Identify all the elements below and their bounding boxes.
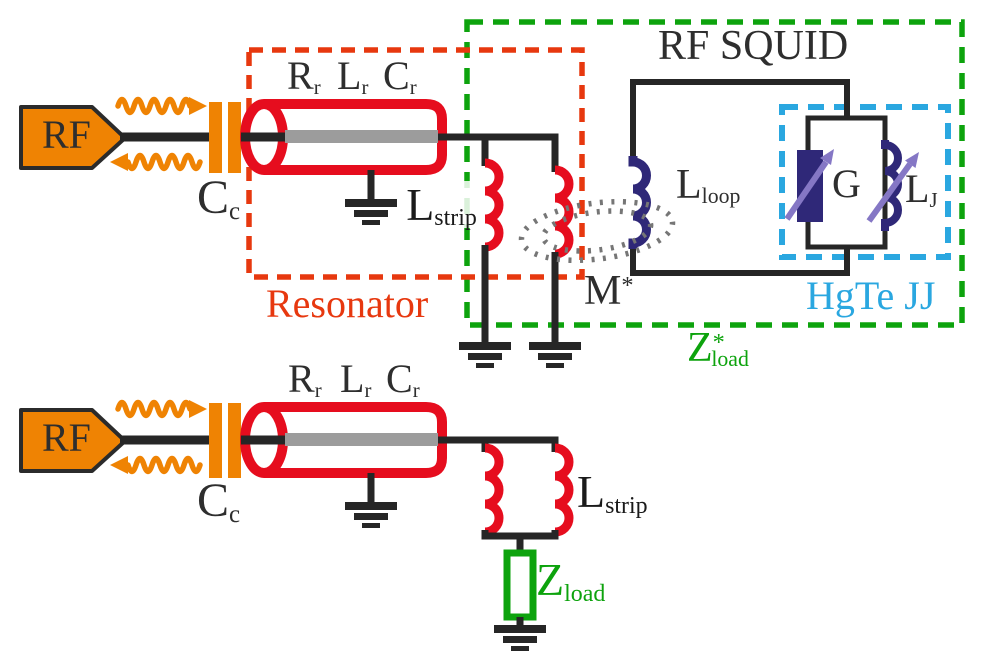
rf-arrow-shape bbox=[19, 105, 127, 170]
label-lr-bottom: Lr bbox=[340, 356, 372, 402]
label-rr-bottom: Rr bbox=[288, 356, 322, 402]
label-hgte-jj: HgTe JJ bbox=[806, 273, 936, 318]
label-lr-top: Lr bbox=[337, 53, 369, 99]
variable-arrow-lj bbox=[866, 162, 913, 223]
zload-element bbox=[503, 549, 537, 621]
inductor-lstrip1-bottom bbox=[484, 443, 504, 537]
label-conductance-g: G bbox=[832, 161, 861, 206]
ground-icon-strip1 bbox=[459, 342, 511, 368]
coupling-cap-plate2-bottom bbox=[228, 403, 241, 478]
coupling-cap-plate2-top bbox=[228, 102, 241, 173]
coupling-cap-plate1-bottom bbox=[209, 403, 222, 478]
label-zload-bottom: Zload bbox=[536, 554, 606, 607]
ground-icon-coax-top bbox=[345, 170, 397, 225]
zload-star-region-box bbox=[464, 19, 965, 328]
variable-arrowhead-g-icon bbox=[820, 149, 834, 165]
wave-arrowhead-left-icon bbox=[110, 153, 128, 171]
label-lj: LJ bbox=[905, 166, 938, 212]
coax-resonator-bottom bbox=[240, 402, 447, 478]
label-lstrip-top-box: Lstrip bbox=[406, 178, 477, 232]
inductor-lstrip1-top bbox=[484, 158, 504, 252]
wave-arrowhead-right-icon bbox=[189, 97, 207, 115]
label-rf-bottom: RF bbox=[42, 415, 91, 460]
hgte-jj-region-box bbox=[779, 104, 951, 260]
rf-arrow-shape bbox=[19, 408, 127, 473]
wave-arrowhead-left-icon bbox=[110, 456, 128, 474]
variable-arrowhead-lj-icon bbox=[905, 152, 919, 168]
ground-icon-coax-bottom bbox=[345, 473, 397, 528]
flux-coupling-ellipses bbox=[518, 198, 676, 264]
inductor-lstrip2-top bbox=[554, 165, 574, 259]
label-rf-squid: RF SQUID bbox=[658, 23, 849, 69]
label-cr-top: Cr bbox=[383, 53, 417, 99]
label-resonator: Resonator bbox=[266, 281, 429, 326]
variable-arrow-g bbox=[784, 160, 829, 221]
coupling-cap-plate1-top bbox=[209, 102, 222, 173]
squid-loop bbox=[630, 79, 850, 276]
label-cc-bottom: Cc bbox=[197, 474, 241, 528]
rf-wave-out-icon-bottom bbox=[115, 399, 193, 419]
wire-coax-to-strip-top bbox=[438, 133, 559, 172]
label-rf-top: RF bbox=[42, 112, 91, 157]
label-zload-star: Z*load bbox=[687, 325, 749, 372]
label-mutual-inductance: M* bbox=[584, 268, 634, 314]
ground-icon-strip2 bbox=[529, 342, 581, 368]
coax-center-conductor bbox=[285, 130, 438, 143]
coax-center-conductor bbox=[285, 433, 438, 446]
inductor-lstrip2-bottom bbox=[554, 443, 574, 537]
label-rr-top: Rr bbox=[287, 53, 321, 99]
rf-source-top bbox=[19, 105, 127, 170]
label-lstrip-top: Lstrip bbox=[406, 178, 477, 232]
rf-source-bottom bbox=[19, 408, 127, 473]
wave-arrowhead-right-icon bbox=[189, 400, 207, 418]
label-cc-top: Cc bbox=[197, 171, 241, 225]
ground-icon-zload bbox=[494, 625, 546, 651]
label-lstrip-bottom: Lstrip bbox=[577, 466, 648, 519]
rf-wave-out-icon-top bbox=[115, 96, 193, 116]
rf-wave-back-icon-bottom bbox=[125, 455, 203, 475]
label-lloop: Lloop bbox=[676, 162, 741, 209]
resonator-region-box bbox=[246, 47, 585, 280]
label-cr-bottom: Cr bbox=[386, 356, 420, 402]
coax-resonator-top bbox=[240, 99, 447, 175]
rf-wave-back-icon-top bbox=[125, 152, 203, 172]
